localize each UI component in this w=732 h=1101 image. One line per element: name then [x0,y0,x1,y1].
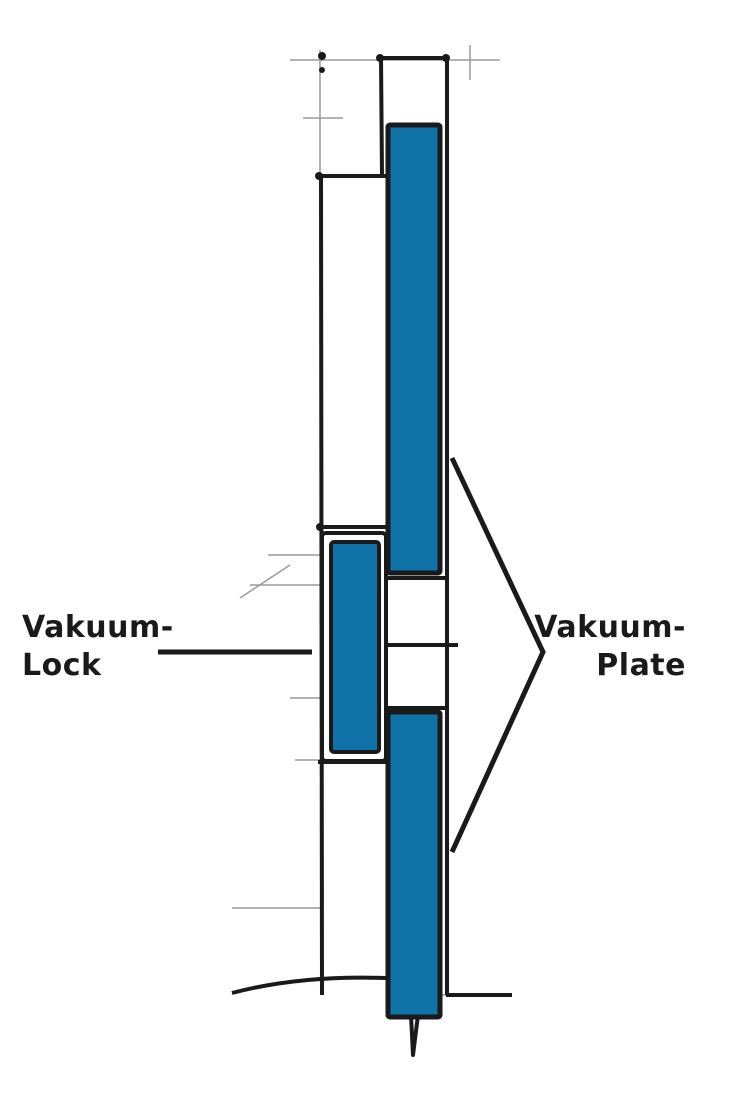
vakuum-plate-label-line2: Plate [596,648,686,683]
plate-bracket-leader [449,456,546,854]
wall-outline [231,56,512,1057]
vakuum-lock-label: Vakuum- Lock [22,609,174,685]
vakuum-plate-upper [385,122,443,576]
vakuum-plate-label-line1: Vakuum- [534,610,686,645]
vakuum-lock-panel [329,540,381,754]
dimension-dots [315,52,450,531]
vakuum-lock-label-line1: Vakuum- [22,610,174,645]
vakuum-lock-label-line2: Lock [22,648,102,683]
lock-housing [320,531,388,763]
vakuum-plate-label: Vakuum- Plate [534,609,686,685]
vakuum-plate-lower [385,709,443,1020]
construction-lines [232,45,512,996]
